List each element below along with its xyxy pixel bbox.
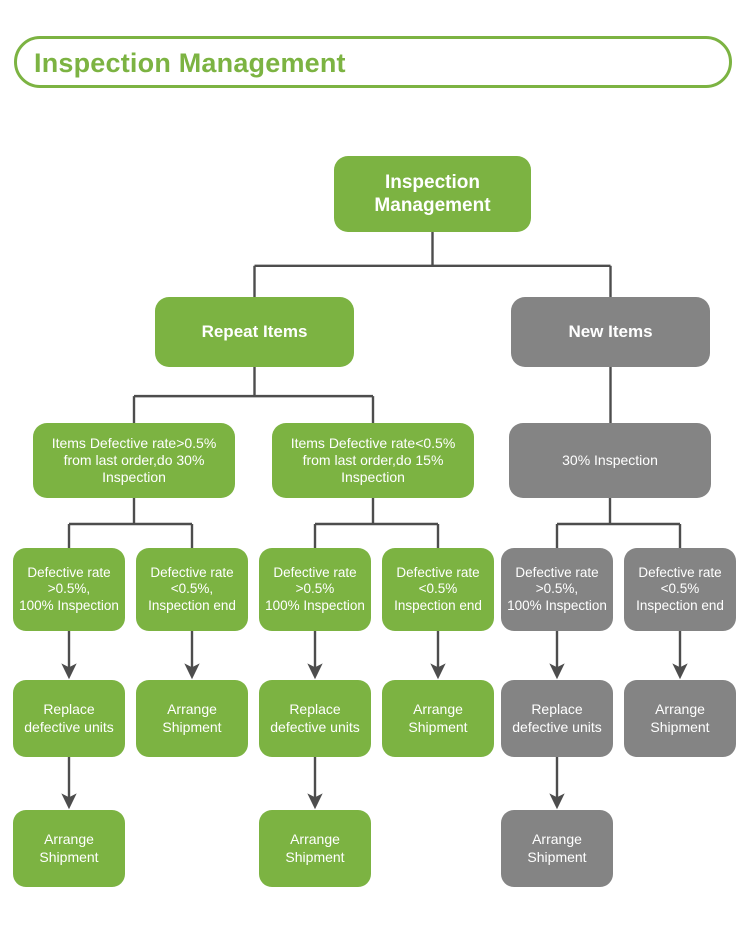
node-p4[interactable]: Arrange Shipment — [382, 680, 494, 757]
node-repeat[interactable]: Repeat Items — [155, 297, 354, 367]
node-s1[interactable]: Arrange Shipment — [13, 810, 125, 887]
node-n30[interactable]: 30% Inspection — [509, 423, 711, 498]
node-s3[interactable]: Arrange Shipment — [259, 810, 371, 887]
node-p6[interactable]: Arrange Shipment — [624, 680, 736, 757]
node-d2[interactable]: Defective rate <0.5%, Inspection end — [136, 548, 248, 631]
header-banner — [14, 36, 732, 88]
node-d4[interactable]: Defective rate <0.5% Inspection end — [382, 548, 494, 631]
node-p5[interactable]: Replace defective units — [501, 680, 613, 757]
node-r15[interactable]: Items Defective rate<0.5% from last orde… — [272, 423, 474, 498]
node-p2[interactable]: Arrange Shipment — [136, 680, 248, 757]
node-p3[interactable]: Replace defective units — [259, 680, 371, 757]
page-title: Inspection Management — [34, 48, 346, 78]
node-p1[interactable]: Replace defective units — [13, 680, 125, 757]
node-s5[interactable]: Arrange Shipment — [501, 810, 613, 887]
node-d6[interactable]: Defective rate <0.5% Inspection end — [624, 548, 736, 631]
node-new[interactable]: New Items — [511, 297, 710, 367]
node-d1[interactable]: Defective rate >0.5%, 100% Inspection — [13, 548, 125, 631]
node-d3[interactable]: Defective rate >0.5% 100% Inspection — [259, 548, 371, 631]
node-r30[interactable]: Items Defective rate>0.5% from last orde… — [33, 423, 235, 498]
node-d5[interactable]: Defective rate >0.5%, 100% Inspection — [501, 548, 613, 631]
node-root[interactable]: Inspection Management — [334, 156, 531, 232]
